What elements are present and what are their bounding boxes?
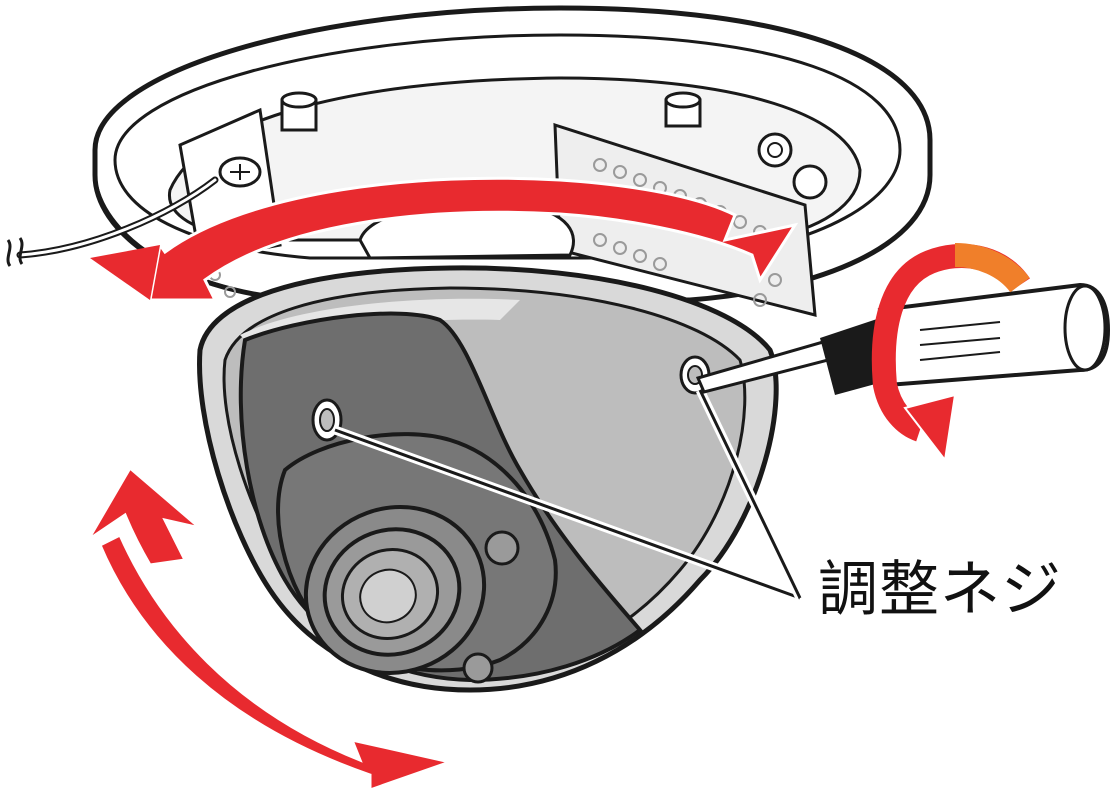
mount-post-left xyxy=(280,91,318,132)
mount-post-right xyxy=(757,132,828,200)
bracket-texture xyxy=(209,158,782,307)
rotate-arrow xyxy=(871,243,1030,463)
camera-dome xyxy=(197,265,779,693)
tilt-arrow xyxy=(86,465,456,793)
camera-lens xyxy=(303,505,487,675)
screwdriver-icon xyxy=(695,282,1111,395)
adjustment-screw-label: 調整ネジ xyxy=(818,555,1062,625)
adjustment-screw-left xyxy=(311,398,343,442)
ground-screw xyxy=(218,156,262,188)
callout-leader xyxy=(333,388,805,603)
cable xyxy=(6,176,219,267)
mount-post-center xyxy=(664,91,702,128)
pan-arrow xyxy=(90,176,799,302)
